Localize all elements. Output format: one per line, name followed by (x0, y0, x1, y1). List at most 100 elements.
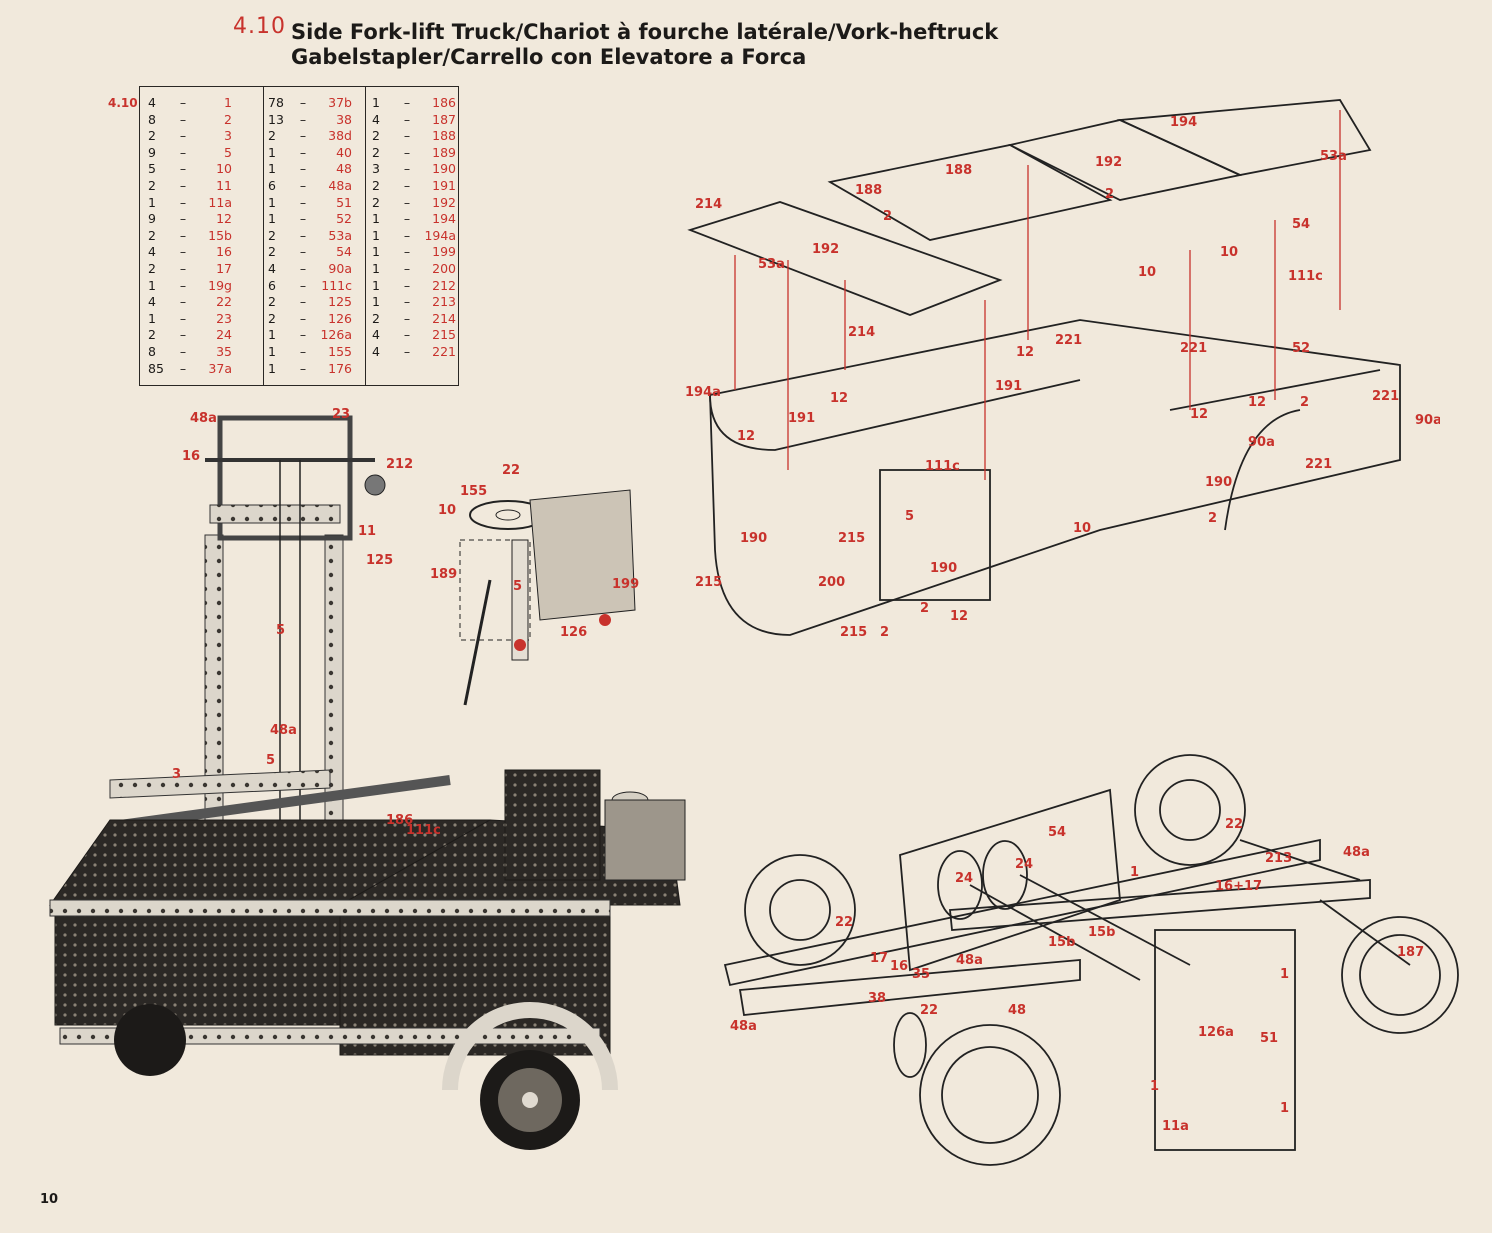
dash-separator: – (179, 111, 187, 127)
dash-separator: – (403, 128, 411, 144)
dash-separator: – (403, 95, 411, 110)
dash-separator: – (403, 327, 411, 343)
chassis-exploded-drawing: 54 22 24 24 1 213 48a 16+17 22 15b 15b 4… (720, 750, 1480, 1200)
svg-text:192: 192 (1095, 155, 1122, 170)
part-number: 52 (336, 211, 352, 227)
svg-text:5: 5 (905, 509, 914, 524)
parts-row: 2–125 (268, 294, 369, 311)
parts-row: 1–199 (372, 244, 471, 261)
parts-row: 2–192 (372, 195, 471, 212)
parts-row: 4–16 (148, 244, 254, 261)
svg-text:16+17: 16+17 (1215, 879, 1262, 894)
parts-row: 1–51 (268, 195, 369, 212)
part-number: 5 (224, 144, 232, 160)
dash-separator: – (299, 95, 307, 110)
part-quantity: 85 (148, 360, 164, 376)
part-quantity: 4 (148, 244, 156, 260)
part-quantity: 2 (268, 128, 276, 144)
svg-text:2: 2 (883, 209, 892, 224)
dash-separator: – (403, 177, 411, 193)
parts-row: 4–221 (372, 344, 471, 361)
dash-separator: – (299, 144, 307, 160)
parts-row: 1–126a (268, 327, 369, 344)
svg-text:3: 3 (172, 767, 181, 782)
part-number: 213 (432, 294, 456, 310)
part-quantity: 1 (148, 194, 156, 210)
dash-separator: – (299, 161, 307, 177)
forklift-photo: 48a 23 16 212 11 125 5 48a 3 5 186 111c (30, 400, 720, 1170)
part-number: 17 (216, 260, 232, 276)
parts-row: 1–48 (268, 161, 369, 178)
svg-text:11: 11 (358, 524, 376, 539)
part-quantity: 4 (148, 95, 156, 110)
part-number: 40 (336, 144, 352, 160)
dash-separator: – (179, 294, 187, 310)
part-quantity: 1 (372, 277, 380, 293)
svg-text:215: 215 (695, 575, 722, 590)
parts-row: 5–10 (148, 161, 254, 178)
part-number: 186 (432, 95, 456, 110)
dash-separator: – (179, 310, 187, 326)
part-number: 111c (321, 277, 352, 293)
svg-text:2: 2 (920, 601, 929, 616)
part-number: 38d (328, 128, 352, 144)
parts-row: 1–200 (372, 261, 471, 278)
part-quantity: 1 (372, 294, 380, 310)
part-number: 126 (328, 310, 352, 326)
svg-text:212: 212 (386, 457, 413, 472)
svg-text:16: 16 (890, 959, 908, 974)
svg-text:199: 199 (612, 577, 639, 592)
dash-separator: – (299, 227, 307, 243)
parts-row: 2–54 (268, 244, 369, 261)
part-number: 155 (328, 343, 352, 359)
part-quantity: 1 (148, 277, 156, 293)
svg-text:90a: 90a (1248, 435, 1275, 450)
part-number: 37a (208, 360, 232, 376)
model-title-line-1: Side Fork-lift Truck/Chariot à fourche l… (291, 20, 999, 44)
part-quantity: 2 (372, 144, 380, 160)
parts-row: 85–37a (148, 361, 254, 378)
part-quantity: 1 (268, 360, 276, 376)
dash-separator: – (403, 227, 411, 243)
part-quantity: 2 (372, 310, 380, 326)
parts-row: 1–194a (372, 228, 471, 245)
svg-text:188: 188 (855, 183, 882, 198)
dash-separator: – (403, 211, 411, 227)
part-quantity: 2 (148, 177, 156, 193)
part-number: 54 (336, 244, 352, 260)
part-quantity: 2 (148, 128, 156, 144)
svg-text:125: 125 (366, 553, 393, 568)
dash-separator: – (299, 177, 307, 193)
svg-text:5: 5 (276, 623, 285, 638)
parts-row: 2–126 (268, 311, 369, 328)
dash-separator: – (403, 343, 411, 359)
part-number: 190 (432, 161, 456, 177)
svg-text:187: 187 (1397, 945, 1424, 960)
dash-separator: – (179, 260, 187, 276)
part-quantity: 4 (148, 294, 156, 310)
parts-row: 2–38d (268, 128, 369, 145)
part-quantity: 1 (268, 211, 276, 227)
dash-separator: – (403, 161, 411, 177)
parts-table-label: 4.10 (108, 96, 138, 110)
part-quantity: 2 (268, 310, 276, 326)
dash-separator: – (403, 111, 411, 127)
svg-text:189: 189 (430, 567, 457, 582)
parts-row: 8–35 (148, 344, 254, 361)
part-quantity: 1 (268, 194, 276, 210)
part-quantity: 2 (268, 244, 276, 260)
dash-separator: – (179, 95, 187, 110)
part-number: 22 (216, 294, 232, 310)
svg-text:2: 2 (1300, 395, 1309, 410)
part-quantity: 8 (148, 111, 156, 127)
dash-separator: – (403, 144, 411, 160)
svg-text:2: 2 (880, 625, 889, 640)
svg-text:48a: 48a (1343, 845, 1370, 860)
dash-separator: – (179, 144, 187, 160)
part-number: 212 (432, 277, 456, 293)
dash-separator: – (299, 211, 307, 227)
svg-text:12: 12 (830, 391, 848, 406)
svg-text:221: 221 (1180, 341, 1207, 356)
